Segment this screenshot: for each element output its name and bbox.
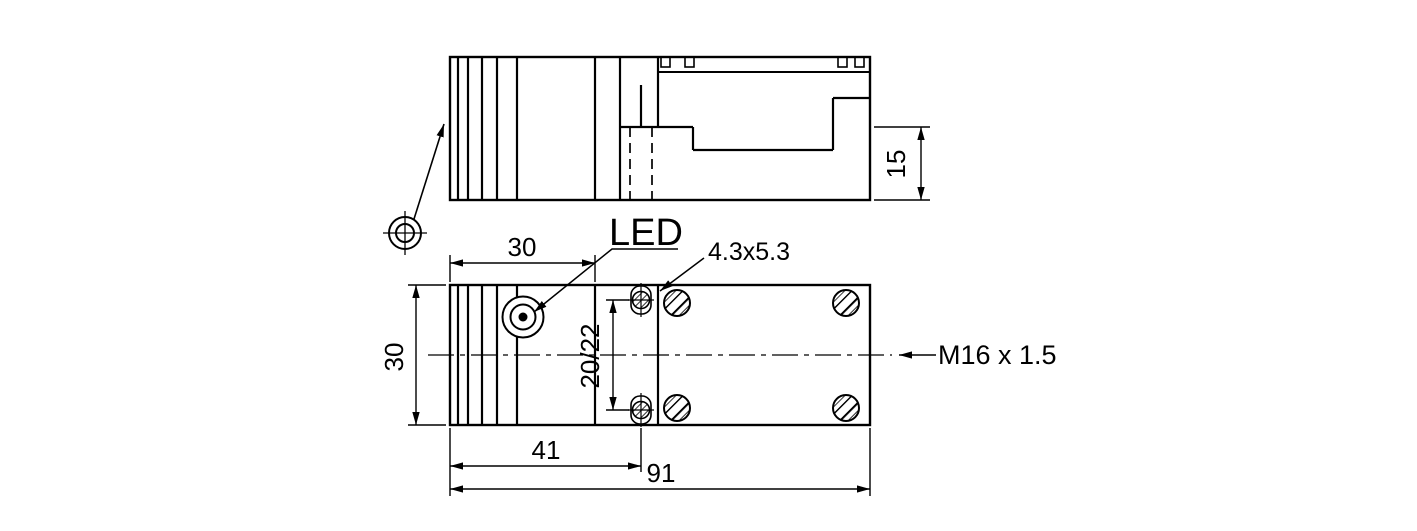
dim-side-height-label: 15 xyxy=(881,150,911,179)
led-leader xyxy=(533,248,678,313)
side-view-ribs xyxy=(456,57,519,200)
dim-slot-spacing-label: 20/22 xyxy=(575,323,605,388)
mounting-slot-bottom xyxy=(627,392,655,428)
screw-top-left xyxy=(663,289,692,318)
dim-slot-offset-label: 41 xyxy=(532,435,561,465)
thread-label: M16 x 1.5 xyxy=(938,340,1057,370)
dim-front-width-label: 30 xyxy=(508,232,537,262)
dim-slot-spacing xyxy=(606,299,629,411)
dim-overall-length xyxy=(450,428,871,496)
screw-top-right xyxy=(832,289,861,318)
hidden-hole-lines xyxy=(629,127,653,200)
dim-slot-offset xyxy=(449,428,642,496)
dim-body-width-label: 30 xyxy=(379,343,409,372)
plan-view xyxy=(428,282,892,428)
slot-size-label: 4.3x5.3 xyxy=(708,238,790,266)
mounting-slot-top xyxy=(627,282,655,318)
dim-body-width xyxy=(408,284,446,426)
screw-bottom-left xyxy=(663,394,692,423)
dim-overall-length-label: 91 xyxy=(647,458,676,488)
side-view-step xyxy=(620,96,870,152)
led-indicator xyxy=(501,295,545,339)
led-label: LED xyxy=(609,212,683,254)
sensing-face-icon xyxy=(383,123,445,255)
dim-side-height xyxy=(874,126,930,201)
slot-leader xyxy=(659,257,705,292)
screw-bottom-right xyxy=(832,394,861,423)
dim-front-width xyxy=(449,255,596,282)
side-view xyxy=(448,55,872,202)
side-view-rail xyxy=(658,56,870,73)
